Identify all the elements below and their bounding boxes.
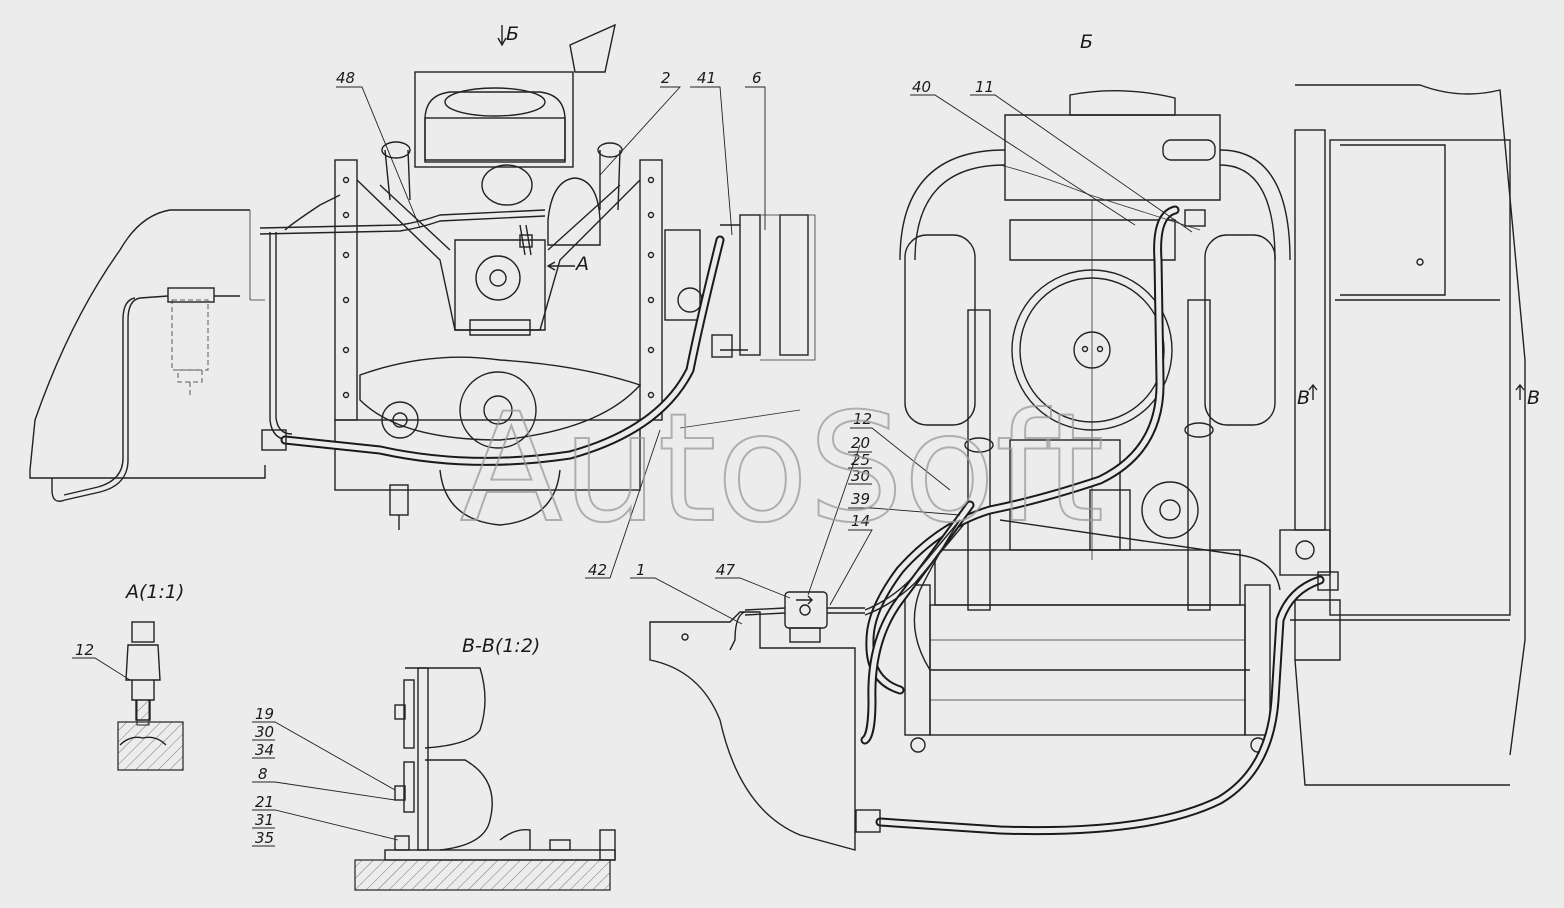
fuel-filter	[139, 287, 240, 395]
view-b-engine	[855, 84, 1526, 836]
section-callout-34: 34	[255, 741, 274, 759]
section-v-left-arrow-icon	[1308, 383, 1318, 400]
section-v-left-label: В	[1297, 387, 1310, 409]
section-callout-8: 8	[258, 765, 268, 783]
callout-47: 47	[716, 561, 736, 579]
watermark: AutoSoft	[460, 382, 1104, 556]
callout-14: 14	[851, 512, 870, 530]
front-view-engine	[29, 23, 816, 530]
detail-a-arrow-icon	[546, 261, 575, 271]
leader-lines	[72, 25, 1525, 847]
section-vv-title: В-В(1:2)	[462, 635, 540, 657]
callout-41: 41	[697, 69, 716, 87]
section-callout-31: 31	[255, 811, 274, 829]
detail-a-pointer: А	[574, 253, 589, 275]
section-v-right-label: В	[1527, 387, 1540, 409]
section-vv	[354, 667, 616, 891]
detail-callout-12: 12	[75, 641, 94, 659]
callout-1: 1	[636, 561, 646, 579]
callout-39: 39	[851, 490, 870, 508]
view-b-arrow-label: Б	[506, 23, 519, 45]
flow-arrow-icon	[796, 595, 813, 605]
callout-20: 20	[851, 434, 870, 452]
callout-12: 12	[853, 410, 872, 428]
section-callout-21: 21	[255, 793, 274, 811]
section-v-right-arrow-icon	[1515, 383, 1525, 400]
detail-a-title: А(1:1)	[124, 581, 184, 603]
view-b-arrow-icon	[497, 25, 507, 47]
view-b-title: Б	[1080, 31, 1093, 53]
section-callout-35: 35	[255, 829, 274, 847]
callout-30: 30	[851, 467, 870, 485]
callout-2: 2	[661, 69, 671, 87]
detail-a	[117, 621, 184, 771]
section-callout-30: 30	[255, 723, 274, 741]
fuel-pump-assembly	[649, 519, 966, 851]
frame-bolts	[342, 176, 655, 399]
callout-42: 42	[588, 561, 607, 579]
callout-48: 48	[336, 69, 355, 87]
section-callout-19: 19	[255, 705, 274, 723]
callout-11: 11	[975, 78, 994, 96]
labels: Б Б А А(1:1) В-В(1:2) В В 48 2 41 6 40 1…	[75, 23, 1540, 847]
callout-40: 40	[912, 78, 931, 96]
callout-6: 6	[752, 69, 762, 87]
callout-25: 25	[851, 451, 870, 469]
